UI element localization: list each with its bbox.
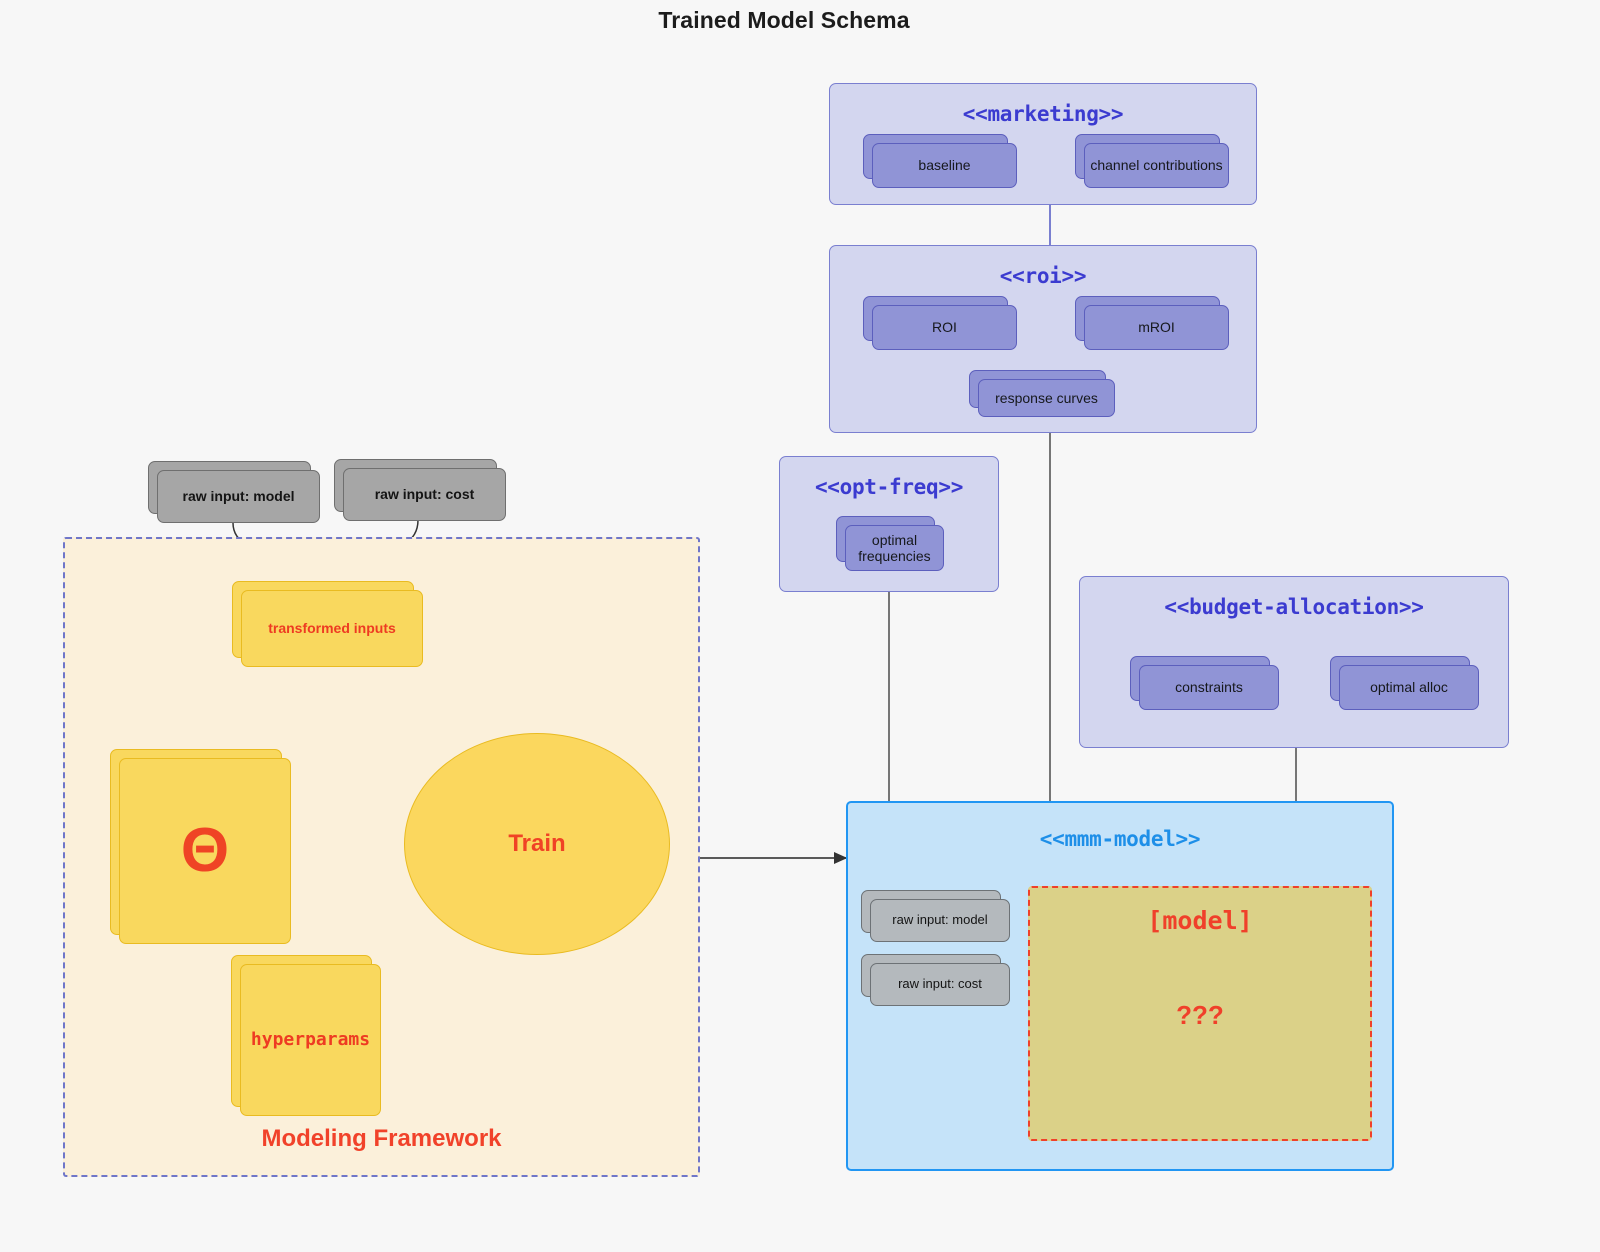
node-train[interactable]: Train — [404, 733, 670, 955]
model-placeholder-title: [model] — [1147, 906, 1253, 935]
node-roi[interactable]: ROI — [863, 296, 1017, 350]
modeling-framework-label: Modeling Framework — [261, 1125, 502, 1152]
node-transformed-inputs-label: transformed inputs — [241, 590, 423, 667]
package-roi-title: <<roi>> — [999, 264, 1087, 288]
node-raw-input-cost[interactable]: raw input: cost — [334, 459, 506, 521]
node-constraints[interactable]: constraints — [1130, 656, 1279, 710]
package-marketing-title: <<marketing>> — [962, 102, 1124, 126]
package-mmm-model-title: <<mmm-model>> — [1039, 827, 1201, 851]
node-mroi[interactable]: mROI — [1075, 296, 1229, 350]
node-raw-input-model[interactable]: raw input: model — [148, 461, 320, 523]
node-transformed-inputs[interactable]: transformed inputs — [232, 581, 423, 667]
node-mmm-raw-input-cost-label: raw input: cost — [870, 963, 1010, 1006]
model-placeholder-unknown: ??? — [1176, 1000, 1224, 1030]
package-budget-allocation-title: <<budget-allocation>> — [1164, 595, 1424, 619]
package-budget-allocation[interactable]: <<budget-allocation>> constraints optima… — [1079, 576, 1509, 748]
page-title: Trained Model Schema — [658, 7, 910, 33]
node-mmm-raw-input-model[interactable]: raw input: model — [861, 890, 1010, 942]
node-hyperparams[interactable]: hyperparams — [231, 955, 381, 1116]
node-optimal-frequencies[interactable]: optimal frequencies — [836, 516, 944, 571]
node-optimal-alloc-label: optimal alloc — [1339, 665, 1479, 710]
node-theta[interactable]: Θ — [110, 749, 291, 944]
node-response-curves-label: response curves — [978, 379, 1115, 417]
package-marketing[interactable]: <<marketing>> baseline channel contribut… — [829, 83, 1257, 205]
node-raw-input-cost-label: raw input: cost — [343, 468, 506, 521]
node-raw-input-model-label: raw input: model — [157, 470, 320, 523]
node-channel-contributions[interactable]: channel contributions — [1075, 134, 1229, 188]
node-hyperparams-label: hyperparams — [240, 964, 381, 1116]
package-opt-freq-title: <<opt-freq>> — [814, 475, 964, 499]
node-mmm-raw-input-model-label: raw input: model — [870, 899, 1010, 942]
node-optimal-frequencies-label: optimal frequencies — [845, 525, 944, 571]
package-roi[interactable]: <<roi>> ROI mROI response curves — [829, 245, 1257, 433]
node-response-curves[interactable]: response curves — [969, 370, 1115, 417]
node-baseline-label: baseline — [872, 143, 1017, 188]
node-mroi-label: mROI — [1084, 305, 1229, 350]
theta-icon: Θ — [180, 816, 230, 885]
node-roi-label: ROI — [872, 305, 1017, 350]
node-constraints-label: constraints — [1139, 665, 1279, 710]
node-theta-glyph-wrap: Θ — [119, 758, 291, 944]
package-mmm-model[interactable]: <<mmm-model>> raw input: model raw input… — [846, 801, 1394, 1171]
node-channel-contributions-label: channel contributions — [1084, 143, 1229, 188]
node-mmm-raw-input-cost[interactable]: raw input: cost — [861, 954, 1010, 1006]
package-opt-freq[interactable]: <<opt-freq>> optimal frequencies — [779, 456, 999, 592]
model-placeholder-box[interactable]: [model] ??? — [1028, 886, 1372, 1141]
node-train-label: Train — [508, 830, 566, 857]
node-optimal-alloc[interactable]: optimal alloc — [1330, 656, 1479, 710]
node-baseline[interactable]: baseline — [863, 134, 1017, 188]
